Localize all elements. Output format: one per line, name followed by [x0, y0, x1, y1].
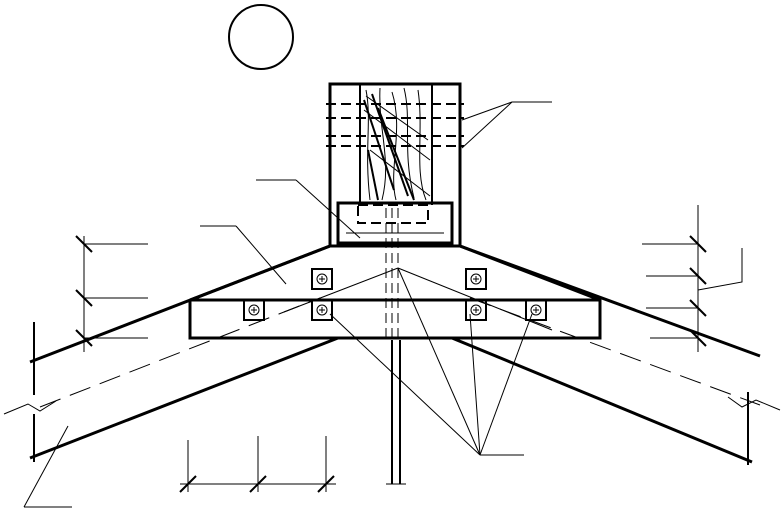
leader-gusset	[200, 225, 287, 285]
leader-post-bolts	[461, 101, 552, 149]
left-rafter	[3, 244, 339, 462]
gusset-bolts	[243, 268, 547, 321]
dimension-left	[75, 235, 148, 352]
dimension-bottom	[179, 436, 336, 493]
bolt-icon	[311, 268, 333, 290]
vertical-tie-rod	[385, 208, 406, 485]
post-shoe	[336, 201, 454, 245]
right-rafter	[451, 244, 781, 465]
leader-rafter	[23, 425, 72, 508]
bolt-icon	[243, 299, 265, 321]
bolt-icon	[465, 299, 487, 321]
bolt-icon	[525, 299, 547, 321]
leader-bolts-group	[283, 267, 553, 456]
king-post	[326, 82, 464, 248]
bolt-icon	[465, 268, 487, 290]
leader-shoe	[256, 179, 361, 239]
view-marker-circle	[228, 4, 294, 70]
dimension-right	[642, 205, 743, 352]
bolt-icon	[311, 299, 333, 321]
